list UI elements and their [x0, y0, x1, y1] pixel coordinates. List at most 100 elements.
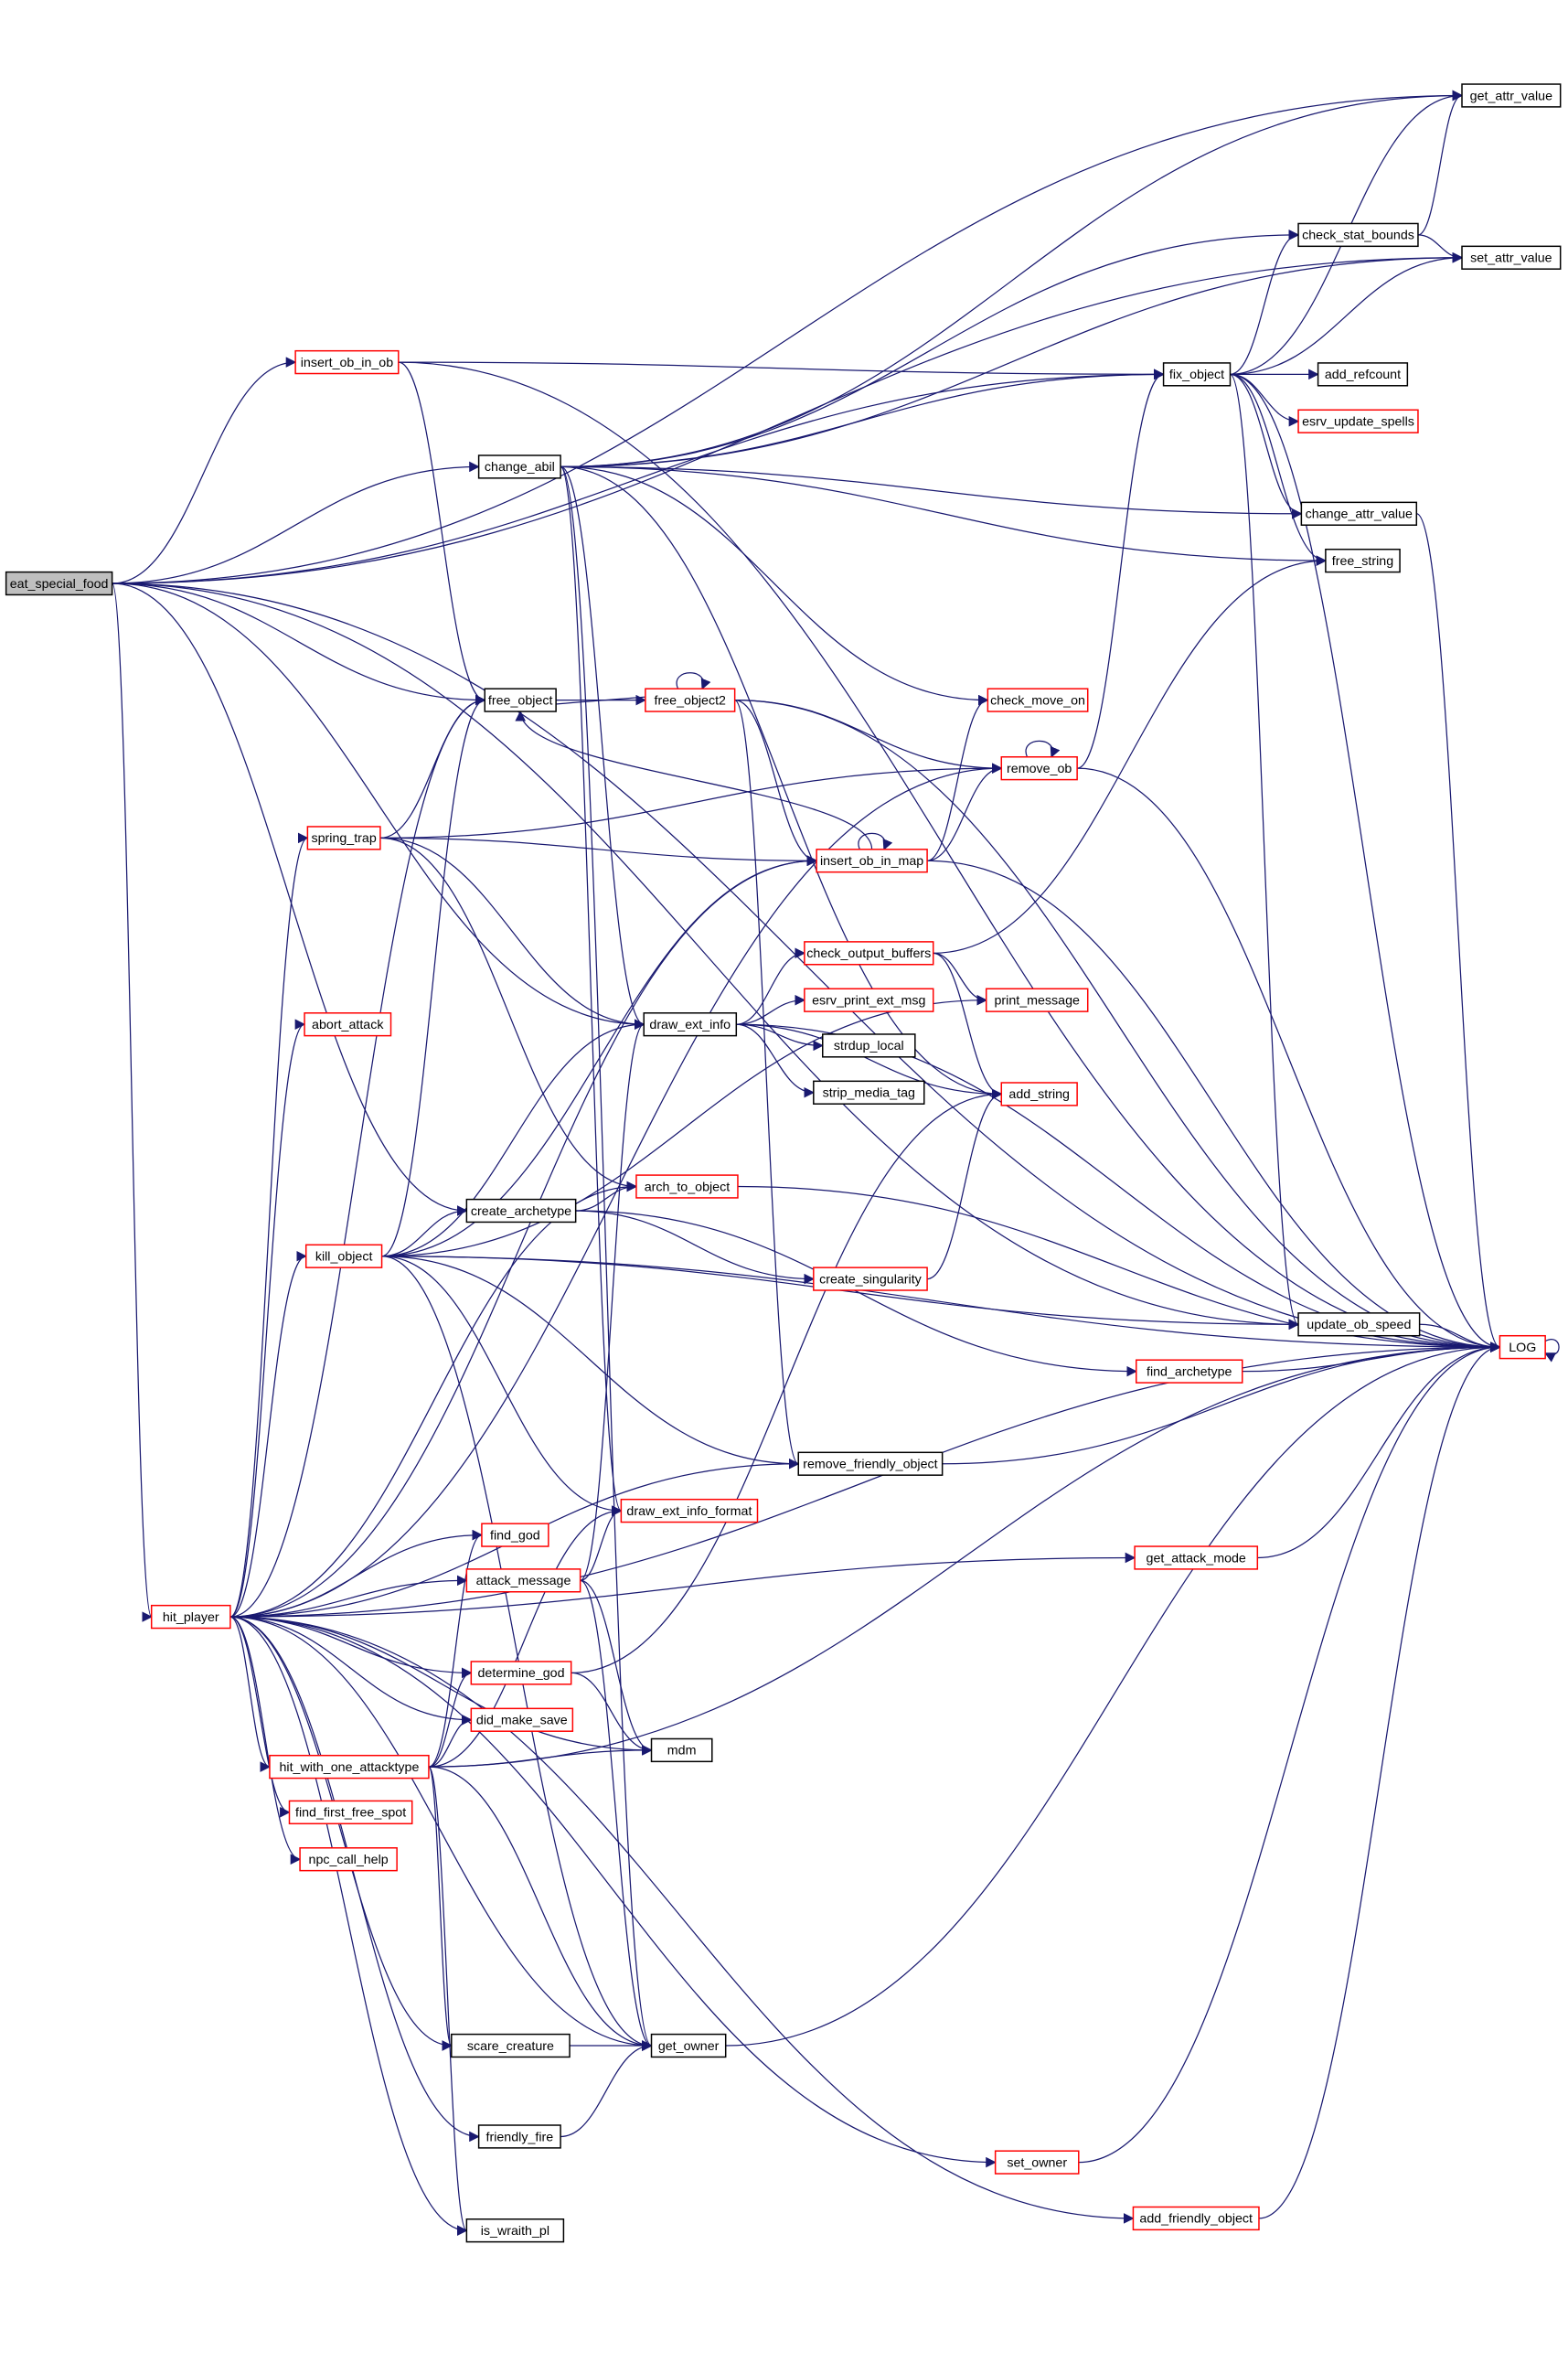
node-label: mdm [667, 1744, 697, 1758]
node-check-move-on[interactable]: check_move_on [987, 688, 1089, 712]
edge-change_attr_value-to-LOG [1416, 513, 1501, 1352]
edge-insert_ob_in_map-to-check_move_on [926, 694, 989, 861]
node-draw-ext-info-format[interactable]: draw_ext_info_format [620, 1498, 759, 1523]
edge-eat_special_food-to-hit_player [112, 583, 153, 1622]
node-LOG[interactable]: LOG [1499, 1334, 1546, 1360]
node-label: abort_attack [312, 1018, 384, 1032]
edge-eat_special_food-to-update_ob_speed [112, 583, 1300, 1331]
node-box [994, 2150, 1080, 2175]
node-abort-attack[interactable]: abort_attack [304, 1012, 392, 1037]
edge-spring_trap-to-free_object [379, 694, 486, 839]
node-update-ob-speed[interactable]: update_ob_speed [1297, 1312, 1421, 1337]
edge-hit_player-to-determine_god [229, 1616, 473, 1679]
node-box [304, 1244, 383, 1268]
node-box [1297, 409, 1419, 433]
edge-hit_player-to-insert_ob_in_map [229, 855, 818, 1618]
node-create-singularity[interactable]: create_singularity [813, 1267, 928, 1291]
node-npc-call-help[interactable]: npc_call_help [299, 1847, 398, 1872]
edge-determine_god-to-mdm [571, 1672, 653, 1756]
edge-change_abil-to-fix_object [560, 369, 1165, 468]
node-label: npc_call_help [309, 1853, 389, 1867]
node-label: add_friendly_object [1139, 2212, 1253, 2227]
node-hit-with-one-attacktype[interactable]: hit_with_one_attacktype [269, 1754, 430, 1780]
node-kill-object[interactable]: kill_object [304, 1244, 383, 1268]
node-did-make-save[interactable]: did_make_save [470, 1707, 574, 1732]
node-get-owner[interactable]: get_owner [650, 2033, 727, 2058]
node-set-owner[interactable]: set_owner [994, 2150, 1080, 2175]
node-free-string[interactable]: free_string [1325, 548, 1401, 573]
edge-change_abil-to-draw_ext_info_format [560, 465, 623, 1516]
node-insert-ob-in-map[interactable]: insert_ob_in_map [816, 849, 928, 873]
edge-create_singularity-to-add_string [927, 1088, 1003, 1280]
node-esrv-update-spells[interactable]: esrv_update_spells [1297, 409, 1419, 433]
node-label: hit_player [163, 1610, 219, 1625]
edge-hit_with_one_attacktype-to-LOG [428, 1341, 1501, 1768]
node-strdup-local[interactable]: strdup_local [822, 1033, 916, 1058]
node-find-god[interactable]: find_god [481, 1523, 549, 1547]
node-check-output-buffers[interactable]: check_output_buffers [804, 941, 934, 966]
node-add-refcount[interactable]: add_refcount [1317, 362, 1409, 387]
node-box [470, 1707, 574, 1732]
node-box [1297, 1312, 1421, 1337]
edge-draw_ext_info-to-LOG [736, 1023, 1501, 1352]
edge-kill_object-to-print_message [381, 994, 987, 1257]
node-remove-ob[interactable]: remove_ob [1000, 755, 1078, 781]
node-is-wraith-pl[interactable]: is_wraith_pl [465, 2218, 565, 2243]
node-label: scare_creature [467, 2039, 554, 2054]
edge-hit_player-to-mdm [229, 1616, 653, 1756]
edge-draw_ext_info-to-check_output_buffers [736, 947, 806, 1025]
node-find-first-free-spot[interactable]: find_first_free_spot [288, 1800, 413, 1825]
node-box [1461, 245, 1562, 270]
node-create-archetype[interactable]: create_archetype [465, 1198, 577, 1224]
node-box [1300, 501, 1418, 526]
edge-hit_player-to-set_owner [229, 1616, 997, 2168]
node-label: get_attr_value [1470, 89, 1552, 103]
node-label: esrv_update_spells [1302, 415, 1414, 430]
node-spring-trap[interactable]: spring_trap [306, 826, 381, 850]
node-label: attack_message [476, 1574, 571, 1588]
node-friendly-fire[interactable]: friendly_fire [477, 2124, 561, 2149]
node-get-attr-value[interactable]: get_attr_value [1461, 83, 1562, 108]
edge-free_object2-to-insert_ob_in_map [734, 699, 818, 866]
node-attack-message[interactable]: attack_message [465, 1568, 581, 1593]
edge-hit_with_one_attacktype-to-draw_ext_info_format [428, 1505, 623, 1768]
node-get-attack-mode[interactable]: get_attack_mode [1134, 1545, 1259, 1570]
edge-free_object2-to-remove_friendly_object [734, 699, 800, 1470]
edge-insert_ob_in_map-to-insert_ob_in_map [858, 832, 893, 850]
node-add-string[interactable]: add_string [1000, 1082, 1078, 1106]
node-insert-ob-in-ob[interactable]: insert_ob_in_ob [294, 349, 400, 375]
node-box [1132, 2206, 1260, 2231]
edge-determine_god-to-add_string [571, 1088, 1003, 1674]
node-box [288, 1800, 413, 1825]
node-esrv-print-ext-msg[interactable]: esrv_print_ext_msg [804, 988, 934, 1012]
node-set-attr-value[interactable]: set_attr_value [1461, 245, 1562, 270]
node-box [304, 1012, 392, 1037]
node-draw-ext-info[interactable]: draw_ext_info [643, 1012, 738, 1037]
edge-remove_ob-to-remove_ob [1025, 740, 1061, 758]
edge-hit_with_one_attacktype-to-find_god [428, 1529, 484, 1768]
node-label: check_move_on [990, 693, 1085, 708]
edge-change_abil-to-check_move_on [560, 465, 989, 706]
node-add-friendly-object[interactable]: add_friendly_object [1132, 2206, 1260, 2231]
node-label: strip_media_tag [823, 1086, 915, 1101]
node-check-stat-bounds[interactable]: check_stat_bounds [1297, 222, 1419, 248]
node-print-message[interactable]: print_message [985, 988, 1089, 1012]
node-find-archetype[interactable]: find_archetype [1136, 1359, 1243, 1384]
node-remove-friendly-object[interactable]: remove_friendly_object [797, 1451, 944, 1476]
node-strip-media-tag[interactable]: strip_media_tag [813, 1080, 925, 1105]
node-mdm[interactable]: mdm [650, 1737, 713, 1763]
edge-hit_with_one_attacktype-to-scare_creature [428, 1766, 453, 2051]
edge-fix_object-to-check_stat_bounds [1230, 230, 1300, 375]
node-fix-object[interactable]: fix_object [1162, 362, 1232, 387]
node-change-abil[interactable]: change_abil [477, 454, 561, 479]
node-free-object2[interactable]: free_object2 [645, 688, 736, 712]
node-eat-special-food: eat_special_food [5, 571, 113, 596]
edge-check_output_buffers-to-add_string [933, 952, 1003, 1100]
node-arch-to-object[interactable]: arch_to_object [635, 1174, 739, 1199]
node-change-attr-value[interactable]: change_attr_value [1300, 501, 1418, 526]
node-label: check_output_buffers [806, 946, 931, 961]
node-determine-god[interactable]: determine_god [470, 1661, 572, 1685]
node-scare-creature[interactable]: scare_creature [451, 2033, 571, 2058]
node-free-object[interactable]: free_object [484, 688, 557, 712]
node-hit-player[interactable]: hit_player [150, 1604, 231, 1630]
